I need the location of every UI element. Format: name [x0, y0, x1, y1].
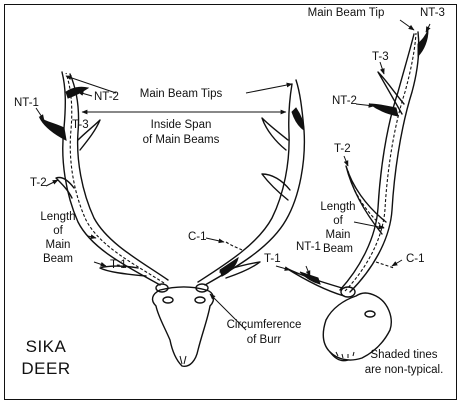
c1-left-arrow — [206, 238, 224, 242]
label-nt1-right: NT-1 — [296, 241, 321, 253]
labels: NT-1 NT-2 T-3 T-2 Length of Main Beam T-… — [14, 7, 445, 378]
left-nt1-shaded-tine — [40, 118, 66, 140]
c1-right-arrow — [392, 260, 402, 266]
t2-left-arrow — [46, 180, 58, 186]
label-length-left-1: Length — [40, 211, 75, 223]
label-main-beam-tips: Main Beam Tips — [140, 88, 223, 100]
label-length-left-2: of — [53, 225, 63, 237]
skull-eye-right — [195, 297, 205, 303]
t1-right-arrow — [276, 266, 290, 270]
label-nt2-left: NT-2 — [94, 91, 119, 103]
side-view — [276, 20, 430, 361]
label-t2-left: T-2 — [30, 177, 47, 189]
label-inside-span-1: Inside Span — [151, 119, 212, 131]
label-nt2-right: NT-2 — [332, 95, 357, 107]
label-length-right-3: Main — [326, 229, 351, 241]
label-c1-right: C-1 — [406, 253, 425, 265]
label-inside-span-2: of Main Beams — [143, 134, 220, 146]
title-line-2: DEER — [21, 359, 70, 378]
right-c1-measure — [226, 242, 242, 250]
side-nt3-shaded-tine — [418, 30, 428, 56]
t2-right-arrow — [344, 156, 348, 166]
label-length-left-3: Main — [46, 239, 71, 251]
label-nt1-left: NT-1 — [14, 97, 39, 109]
t1-left-arrow — [94, 262, 106, 266]
skull-nose — [180, 356, 186, 364]
skull-eye-left — [163, 297, 173, 303]
side-c1-measure — [376, 262, 394, 268]
title-line-1: SIKA — [26, 337, 67, 356]
main-beam-tips-arrow-right — [246, 84, 292, 93]
nt2-left-arrow — [78, 92, 92, 96]
label-t1-right: T-1 — [264, 253, 281, 265]
label-length-left-4: Beam — [43, 253, 73, 265]
label-circumference-1: Circumference — [227, 319, 302, 331]
label-length-right-4: Beam — [323, 243, 353, 255]
label-t2-right: T-2 — [334, 143, 351, 155]
label-t3-left: T-3 — [72, 119, 89, 131]
label-shaded-note-2: are non-typical. — [365, 364, 444, 376]
side-burr — [341, 287, 355, 297]
label-length-right-2: of — [333, 215, 343, 227]
t3-right-arrow — [380, 62, 384, 74]
left-main-beam-inner — [70, 74, 168, 280]
label-nt3-right: NT-3 — [420, 7, 445, 19]
label-t1-left: T-1 — [110, 259, 127, 271]
length-right-arrow — [354, 222, 384, 228]
skull-side-eye — [365, 311, 375, 317]
label-circumference-2: of Burr — [247, 334, 282, 346]
label-t3-right: T-3 — [372, 51, 389, 63]
label-c1-left: C-1 — [188, 231, 207, 243]
label-length-right-1: Length — [320, 201, 355, 213]
right-tine-t3 — [262, 118, 288, 150]
left-main-beam-outer — [62, 72, 160, 285]
label-shaded-note-1: Shaded tines — [370, 349, 437, 361]
label-main-beam-tip: Main Beam Tip — [308, 7, 385, 19]
main-beam-tip-arrow — [400, 20, 414, 30]
